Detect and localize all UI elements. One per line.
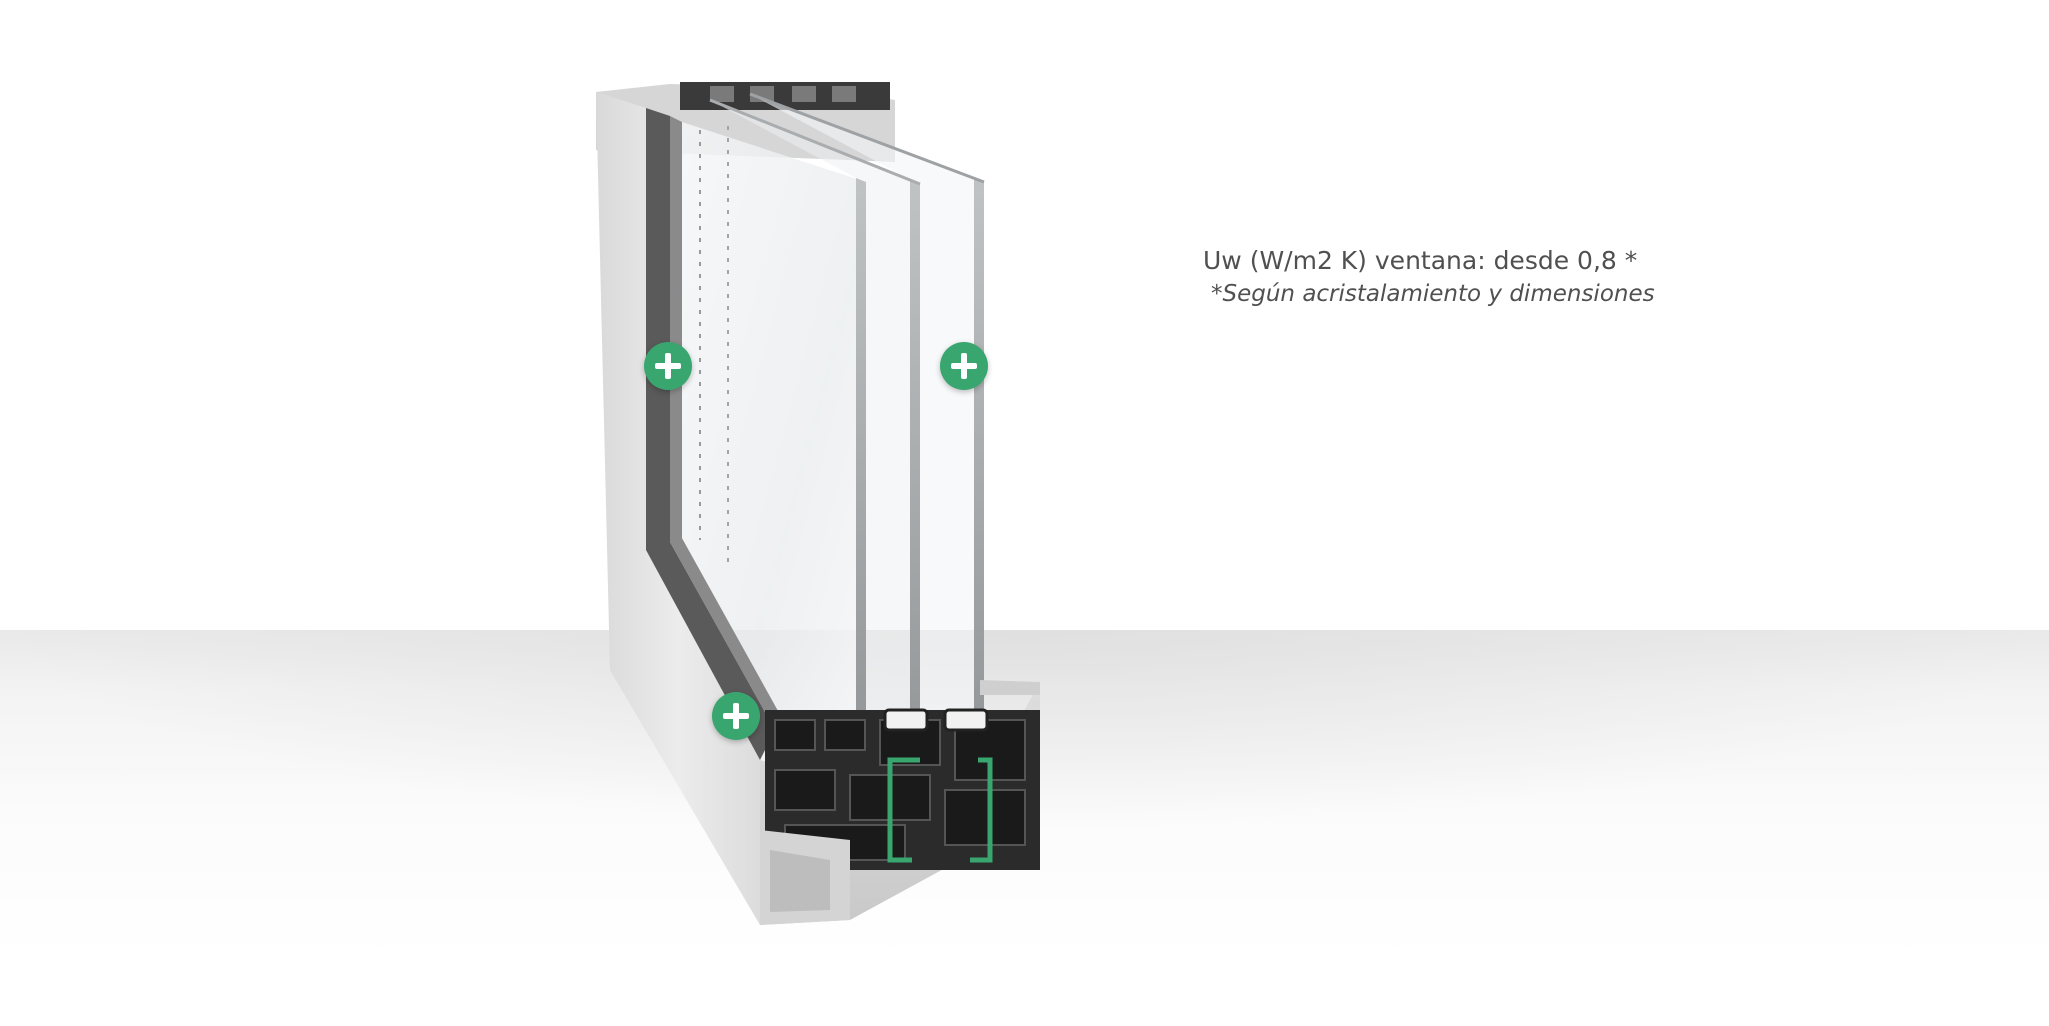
glass-pane-back xyxy=(682,122,860,790)
spec-footnote: *Según acristalamiento y dimensiones xyxy=(1211,281,1655,307)
hotspot-glazing-plus-icon[interactable] xyxy=(940,342,988,390)
window-profile-illustration xyxy=(596,82,1040,925)
spacer-bar-2 xyxy=(943,708,989,732)
hotspot-bottom-plus-icon[interactable] xyxy=(712,692,760,740)
spacer-bar-1 xyxy=(883,708,929,732)
frame-rebate xyxy=(646,108,775,760)
glass-pane-front xyxy=(750,94,980,810)
spec-block: Uw (W/m2 K) ventana: desde 0,8 * *Según … xyxy=(1203,246,1655,307)
uw-value-text: Uw (W/m2 K) ventana: desde 0,8 * xyxy=(1203,246,1638,275)
hotspot-frame-plus-icon[interactable] xyxy=(644,342,692,390)
thermal-break-highlight xyxy=(887,757,993,863)
